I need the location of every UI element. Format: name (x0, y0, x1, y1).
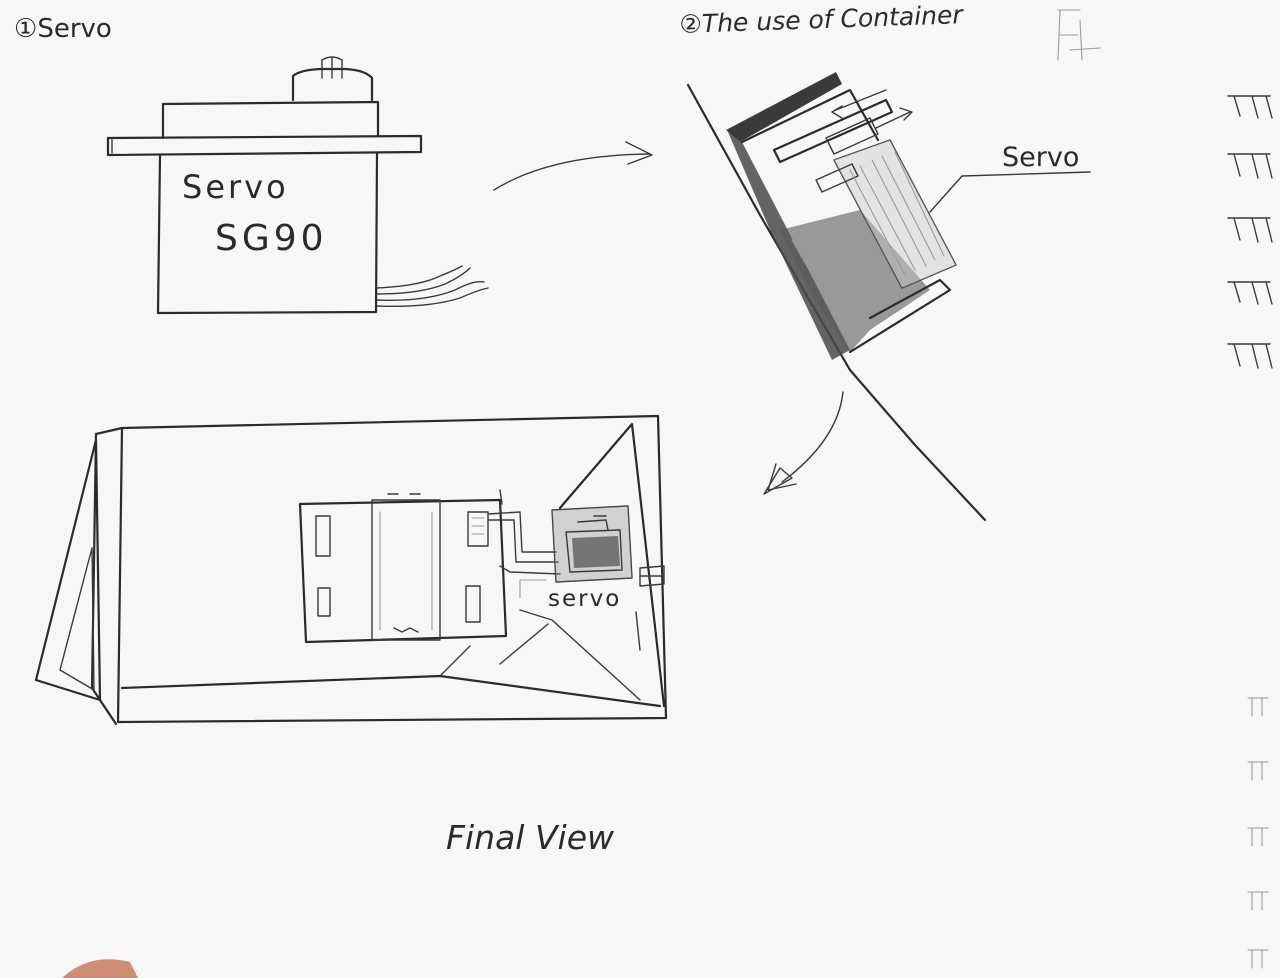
section-1-title: Servo (37, 14, 112, 44)
container-servo-label: Servo (1002, 142, 1080, 173)
final-view-drawing (34, 414, 668, 726)
servo-body-label-line1: Servo (182, 168, 289, 206)
section-2-number: ② (678, 9, 703, 40)
servo-sg90-drawing (106, 56, 489, 315)
servo-body-label-line2: SG90 (215, 218, 328, 259)
notebook-binding (1227, 95, 1273, 969)
arrow-to-final (763, 391, 844, 495)
container-diagram (686, 9, 1101, 522)
arrow-to-container (493, 141, 653, 191)
final-servo-label: servo (548, 586, 622, 612)
section-1-heading: ①Servo (14, 14, 112, 44)
section-1-number: ① (14, 14, 38, 44)
final-view-caption: Final View (446, 818, 614, 857)
finger-edge (62, 959, 138, 978)
